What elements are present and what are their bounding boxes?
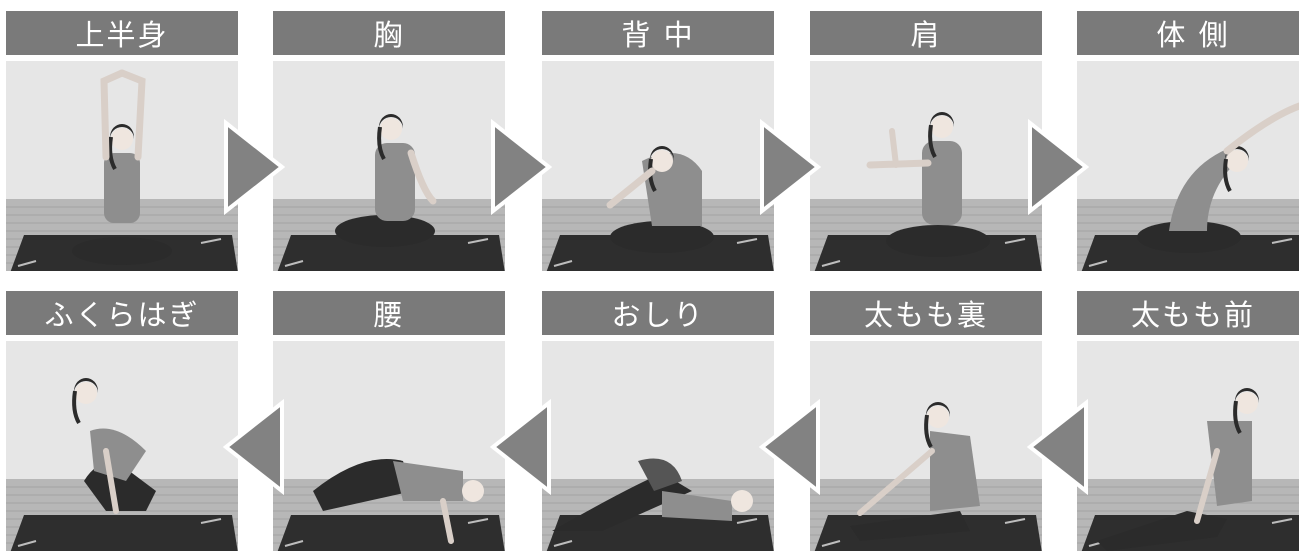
photo-illustration bbox=[1077, 61, 1299, 271]
person-figure bbox=[72, 69, 172, 265]
photo-illustration bbox=[6, 341, 238, 551]
stretch-label: 上半身 bbox=[6, 11, 238, 55]
photo-illustration bbox=[542, 61, 774, 271]
stretch-photo bbox=[810, 341, 1042, 551]
stretch-label: 太もも前 bbox=[1077, 291, 1299, 335]
stretch-photo bbox=[542, 341, 774, 551]
stretch-label: 体 側 bbox=[1077, 11, 1299, 55]
person-figure bbox=[313, 459, 484, 544]
stretch-photo bbox=[1077, 61, 1299, 271]
person-figure bbox=[606, 146, 714, 253]
person-figure bbox=[850, 402, 980, 541]
arrow-right-icon bbox=[491, 119, 553, 215]
stretch-label: 腰 bbox=[273, 291, 505, 335]
yoga-mat bbox=[10, 515, 238, 551]
arrow-right-icon bbox=[760, 119, 822, 215]
person-figure bbox=[1137, 102, 1299, 253]
arrow-left-icon bbox=[222, 399, 284, 495]
stretch-label: 背 中 bbox=[542, 11, 774, 55]
yoga-mat bbox=[1081, 235, 1299, 271]
person-figure bbox=[1097, 388, 1259, 551]
stretch-photo bbox=[1077, 341, 1299, 551]
person-figure bbox=[552, 458, 753, 531]
person-figure bbox=[335, 114, 437, 247]
person-figure bbox=[866, 112, 990, 257]
stretch-label: おしり bbox=[542, 291, 774, 335]
stretch-photo bbox=[810, 61, 1042, 271]
stretch-photo bbox=[273, 341, 505, 551]
stretch-photo bbox=[542, 61, 774, 271]
photo-illustration bbox=[6, 61, 238, 271]
arrow-left-icon bbox=[758, 399, 820, 495]
arrow-left-icon bbox=[1026, 399, 1088, 495]
photo-illustration bbox=[273, 61, 505, 271]
stretch-label: ふくらはぎ bbox=[6, 291, 238, 335]
stretch-photo bbox=[273, 61, 505, 271]
yoga-mat bbox=[277, 235, 505, 271]
arrow-right-icon bbox=[1028, 119, 1090, 215]
stretch-label: 太もも裏 bbox=[810, 291, 1042, 335]
photo-illustration bbox=[273, 341, 505, 551]
photo-illustration bbox=[1077, 341, 1299, 551]
stretch-photo bbox=[6, 61, 238, 271]
stretch-label: 胸 bbox=[273, 11, 505, 55]
photo-illustration bbox=[542, 341, 774, 551]
person-figure bbox=[72, 378, 156, 514]
arrow-right-icon bbox=[224, 119, 286, 215]
stretch-photo bbox=[6, 341, 238, 551]
stretch-label: 肩 bbox=[810, 11, 1042, 55]
arrow-left-icon bbox=[489, 399, 551, 495]
yoga-mat bbox=[277, 515, 505, 551]
photo-illustration bbox=[810, 61, 1042, 271]
photo-illustration bbox=[810, 341, 1042, 551]
yoga-mat bbox=[546, 235, 774, 271]
